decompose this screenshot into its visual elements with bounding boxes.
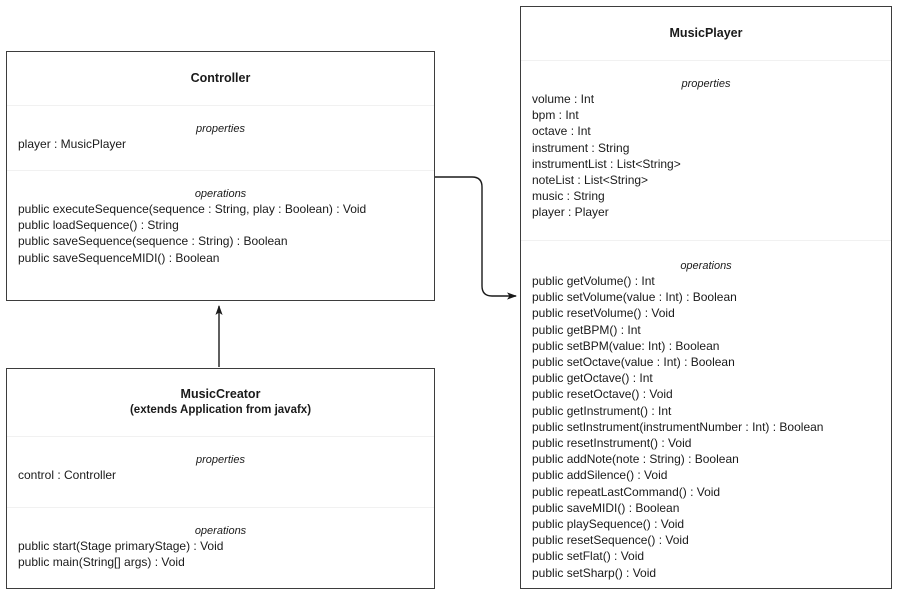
compartment-label-properties: properties — [196, 123, 245, 135]
class-box-controller[interactable]: Controller properties player : MusicPlay… — [6, 51, 435, 301]
list-item: public setFlat() : Void — [532, 549, 645, 564]
list-item: public resetInstrument() : Void — [532, 436, 692, 451]
class-box-musicplayer[interactable]: MusicPlayer properties volume : Int bpm … — [520, 6, 892, 589]
list-item: public resetSequence() : Void — [532, 533, 689, 548]
compartment-operations-musiccreator: operations public start(Stage primarySta… — [7, 508, 434, 570]
compartment-operations-musicplayer: operations public getVolume() : Int publ… — [521, 241, 891, 581]
list-item: control : Controller — [18, 468, 117, 482]
compartment-properties-controller: properties player : MusicPlayer — [7, 106, 434, 171]
list-item: public setOctave(value : Int) : Boolean — [532, 355, 735, 370]
operation-list-musiccreator: public start(Stage primaryStage) : Void … — [18, 538, 434, 570]
list-item: public addNote(note : String) : Boolean — [532, 452, 739, 467]
list-item: public resetOctave() : Void — [532, 387, 673, 402]
list-item: public repeatLastCommand() : Void — [532, 484, 721, 499]
list-item: public loadSequence() : String — [18, 218, 179, 233]
list-item: public getVolume() : Int — [532, 274, 655, 288]
list-item: music : String — [532, 189, 605, 204]
list-item: public saveSequenceMIDI() : Boolean — [18, 250, 220, 265]
list-item: public resetVolume() : Void — [532, 306, 675, 321]
class-title-controller: Controller — [190, 71, 251, 86]
class-title-musicplayer: MusicPlayer — [669, 26, 743, 41]
compartment-properties-musiccreator: properties control : Controller — [7, 437, 434, 508]
list-item: public setVolume(value : Int) : Boolean — [532, 290, 737, 305]
list-item: public addSilence() : Void — [532, 468, 668, 483]
list-item: public start(Stage primaryStage) : Void — [18, 539, 224, 553]
list-item: player : Player — [532, 205, 609, 220]
class-header-controller: Controller — [7, 52, 434, 106]
list-item: public getInstrument() : Int — [532, 403, 672, 418]
property-list-controller: player : MusicPlayer — [18, 136, 434, 152]
compartment-label-properties: properties — [196, 454, 245, 466]
compartment-operations-controller: operations public executeSequence(sequen… — [7, 171, 434, 266]
list-item: octave : Int — [532, 124, 591, 139]
list-item: noteList : List<String> — [532, 173, 649, 188]
list-item: public playSequence() : Void — [532, 517, 685, 532]
property-list-musicplayer: volume : Int bpm : Int octave : Int inst… — [532, 91, 891, 221]
list-item: instrumentList : List<String> — [532, 156, 681, 171]
list-item: public setInstrument(instrumentNumber : … — [532, 419, 824, 434]
property-list-musiccreator: control : Controller — [18, 467, 434, 483]
class-title-musiccreator: MusicCreator — [180, 387, 261, 402]
list-item: volume : Int — [532, 92, 595, 106]
compartment-label-operations: operations — [194, 525, 247, 537]
compartment-label-operations: operations — [194, 188, 247, 200]
list-item: public setBPM(value: Int) : Boolean — [532, 338, 720, 353]
compartment-properties-musicplayer: properties volume : Int bpm : Int octave… — [521, 61, 891, 241]
list-item: bpm : Int — [532, 108, 579, 123]
list-item: public setSharp() : Void — [532, 565, 657, 580]
class-subtitle-musiccreator: (extends Application from javafx) — [129, 404, 312, 417]
list-item: public getOctave() : Int — [532, 371, 653, 386]
list-item: instrument : String — [532, 140, 630, 155]
list-item: public main(String[] args) : Void — [18, 555, 185, 570]
compartment-label-properties: properties — [681, 78, 731, 90]
class-header-musicplayer: MusicPlayer — [521, 7, 891, 61]
list-item: player : MusicPlayer — [18, 137, 127, 151]
compartment-label-operations: operations — [680, 260, 732, 272]
list-item: public getBPM() : Int — [532, 322, 641, 337]
class-box-musiccreator[interactable]: MusicCreator (extends Application from j… — [6, 368, 435, 589]
connector-controller-to-musicplayer — [435, 176, 517, 300]
operation-list-controller: public executeSequence(sequence : String… — [18, 201, 434, 266]
class-header-musiccreator: MusicCreator (extends Application from j… — [7, 369, 434, 437]
list-item: public executeSequence(sequence : String… — [18, 202, 367, 216]
list-item: public saveMIDI() : Boolean — [532, 500, 680, 515]
list-item: public saveSequence(sequence : String) :… — [18, 234, 288, 249]
operation-list-musicplayer: public getVolume() : Int public setVolum… — [532, 273, 891, 581]
